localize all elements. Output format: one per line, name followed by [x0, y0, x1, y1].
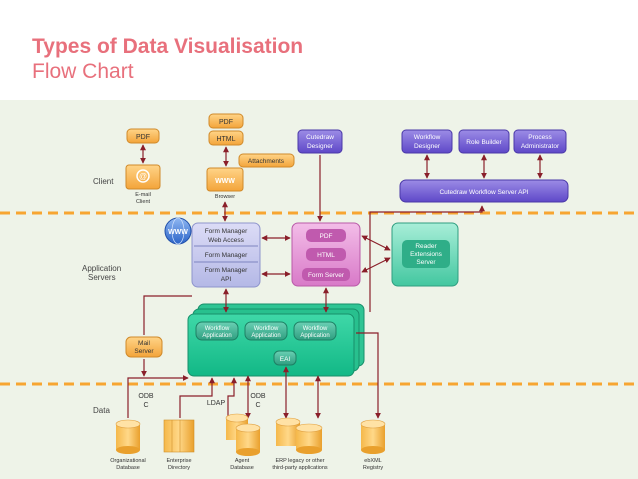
odbc-label-1: ODB [138, 393, 154, 400]
erp-legacy-applications-icon: ERP legacy or other third-party applicat… [272, 417, 328, 471]
svg-text:API: API [221, 276, 232, 283]
workflow-server-api-box: Cutedraw Workflow Server API [399, 179, 569, 203]
svg-text:WWW: WWW [215, 178, 235, 185]
svg-text:Directory: Directory [168, 465, 190, 471]
ebxml-registry-icon: ebXML Registry [360, 419, 386, 471]
tier-label-client: Client [93, 177, 114, 186]
svg-text:Administrator: Administrator [521, 143, 560, 150]
agent-database-icon: Agent Database [225, 413, 261, 471]
organizational-database-label: Organizational [110, 458, 145, 464]
reader-extensions-server-box: Reader Extensions Server [391, 222, 459, 287]
svg-text:Workflow: Workflow [303, 326, 328, 332]
odbc-label-2: ODB [250, 393, 266, 400]
tier-label-application: Application [82, 264, 121, 273]
agent-database-label: Agent [235, 458, 250, 464]
svg-text:HTML: HTML [317, 252, 335, 259]
svg-text:WWW: WWW [168, 229, 188, 236]
form-server-label: Form Server [308, 272, 345, 279]
cutedraw-designer-box: Cutedraw Designer [297, 129, 343, 154]
svg-text:Database: Database [230, 465, 254, 471]
svg-text:Mail: Mail [138, 340, 150, 347]
svg-text:Server: Server [134, 348, 154, 355]
email-client-icon: @ E-mail Client [125, 164, 161, 205]
svg-text:Application: Application [251, 333, 280, 339]
browser-label: Browser [215, 194, 235, 200]
email-client-label: E-mail [135, 192, 151, 198]
svg-text:PDF: PDF [136, 134, 150, 141]
www-globe-icon: WWW [164, 217, 192, 245]
connectors [127, 144, 543, 419]
process-administrator-box: Process Administrator [513, 129, 567, 154]
form-manager-stack: Form Manager Web Access Form Manager For… [191, 222, 261, 288]
form-manager-web-access: Form Manager [205, 228, 248, 235]
browser-html-box: HTML [208, 130, 244, 146]
svg-text:Application: Application [300, 333, 329, 339]
svg-text:Process: Process [528, 134, 552, 141]
browser-icon: WWW Browser [206, 167, 244, 200]
svg-text:Designer: Designer [414, 143, 441, 150]
form-server-box: PDF HTML Form Server [291, 222, 361, 287]
slide-subtitle: Flow Chart [32, 60, 134, 83]
svg-text:Cutedraw: Cutedraw [306, 134, 334, 141]
enterprise-directory-icon: Enterprise Directory [163, 419, 195, 471]
svg-text:Workflow: Workflow [205, 326, 230, 332]
enterprise-directory-label: Enterprise [166, 458, 191, 464]
form-manager-api: Form Manager [205, 267, 248, 274]
browser-pdf-box: PDF [208, 113, 244, 129]
ldap-label: LDAP [207, 400, 226, 407]
svg-text:Database: Database [116, 465, 140, 471]
svg-text:Web Access: Web Access [208, 237, 244, 244]
svg-text:PDF: PDF [219, 119, 233, 126]
ebxml-registry-label: ebXML [364, 458, 381, 464]
svg-text:Attachments: Attachments [248, 158, 285, 165]
form-manager: Form Manager [205, 252, 248, 259]
odbc-label-2b: C [255, 402, 260, 409]
client-pdf-box: PDF [126, 128, 160, 144]
attachments-box: Attachments [238, 153, 295, 168]
eai-label: EAI [280, 356, 291, 363]
svg-text:Designer: Designer [307, 143, 334, 150]
svg-text:Registry: Registry [363, 465, 383, 471]
svg-text:Application: Application [202, 333, 231, 339]
svg-text:Cutedraw Workflow Server API: Cutedraw Workflow Server API [439, 189, 528, 196]
email-client-label-2: Client [136, 199, 151, 205]
mail-server-box: Mail Server [125, 336, 163, 358]
organizational-database-icon: Organizational Database [110, 419, 146, 471]
workflow-application-stack: Workflow Application Workflow Applicatio… [187, 303, 365, 377]
tier-label-servers: Servers [88, 273, 116, 282]
slide-title: Types of Data Visualisation [32, 35, 304, 58]
svg-text:Role Builder: Role Builder [466, 139, 502, 146]
svg-text:Server: Server [416, 259, 436, 266]
tier-label-data: Data [93, 406, 110, 415]
svg-text:HTML: HTML [216, 136, 235, 143]
svg-text:third-party applications: third-party applications [272, 465, 328, 471]
role-builder-box: Role Builder [458, 129, 510, 154]
svg-text:@: @ [139, 172, 147, 181]
svg-text:Extensions: Extensions [410, 251, 443, 258]
workflow-designer-box: Workflow Designer [401, 129, 453, 154]
svg-text:Workflow: Workflow [254, 326, 279, 332]
odbc-label-1b: C [143, 402, 148, 409]
svg-text:PDF: PDF [320, 233, 333, 240]
svg-text:Workflow: Workflow [414, 134, 441, 141]
svg-text:Reader: Reader [415, 243, 437, 250]
erp-legacy-applications-label: ERP legacy or other [275, 458, 324, 464]
